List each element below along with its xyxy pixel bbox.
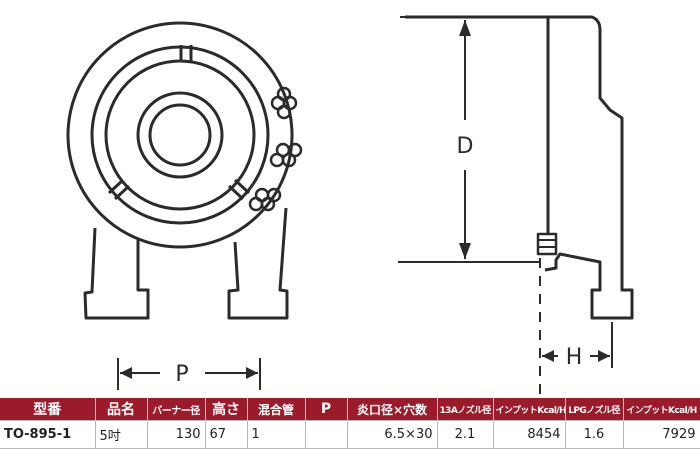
dimension-d-label: D [457, 134, 474, 159]
header-height: 高さ [205, 398, 248, 421]
cell-height: 67 [205, 420, 248, 449]
left-mount-leg [83, 227, 150, 320]
port-holes [248, 86, 303, 212]
center-hub-inner [148, 103, 212, 167]
dimension-p-label: P [175, 362, 188, 387]
dimension-d [398, 16, 540, 263]
burner-top-view [66, 21, 303, 320]
nozzle-detail [536, 232, 558, 256]
header-13a-input: インプットKcal/H [493, 398, 566, 421]
header-port-size-count: 炎口径×穴数 [347, 398, 438, 421]
cell-mixing-tube: 1 [247, 420, 306, 449]
dimension-h [542, 322, 613, 368]
cell-pitch [305, 420, 348, 449]
dimension-h-label: H [566, 345, 583, 370]
spec-table-header-row: 型番 品名 バーナー径 高さ 混合管 P 炎口径×穴数 13Aノズル径 インプッ… [0, 398, 700, 421]
side-body-outline [405, 15, 634, 320]
header-mixing-tube: 混合管 [247, 398, 306, 421]
burner-technical-drawing: P D H [66, 15, 634, 395]
right-mount-leg [227, 207, 289, 320]
header-pitch: P [305, 398, 348, 421]
center-hub-outer [136, 91, 224, 179]
cell-lpg-input: 7929 [623, 420, 700, 449]
header-product-name: 品名 [95, 398, 148, 421]
header-13a-nozzle: 13Aノズル径 [437, 398, 494, 421]
cell-burner-diameter: 130 [147, 420, 206, 449]
header-model-number: 型番 [0, 398, 96, 421]
cell-lpg-nozzle: 1.6 [565, 420, 624, 449]
header-lpg-nozzle: LPGノズル径 [565, 398, 624, 421]
cell-model-number: TO-895-1 [0, 420, 96, 449]
cell-13a-nozzle: 2.1 [437, 420, 494, 449]
header-lpg-input: インプットKcal/H [623, 398, 700, 421]
cell-product-name: 5吋 [95, 420, 148, 449]
spec-table-row: TO-895-1 5吋 130 67 1 6.5×30 2.1 8454 1.6… [0, 420, 700, 449]
spec-table: 型番 品名 バーナー径 高さ 混合管 P 炎口径×穴数 13Aノズル径 インプッ… [0, 398, 700, 449]
cell-13a-input: 8454 [493, 420, 566, 449]
header-burner-diameter: バーナー径 [147, 398, 206, 421]
burner-side-view [405, 15, 634, 395]
cell-port-size-count: 6.5×30 [347, 420, 438, 449]
dimension-p [117, 358, 261, 390]
outer-rim [66, 21, 294, 249]
spokes [107, 45, 251, 201]
